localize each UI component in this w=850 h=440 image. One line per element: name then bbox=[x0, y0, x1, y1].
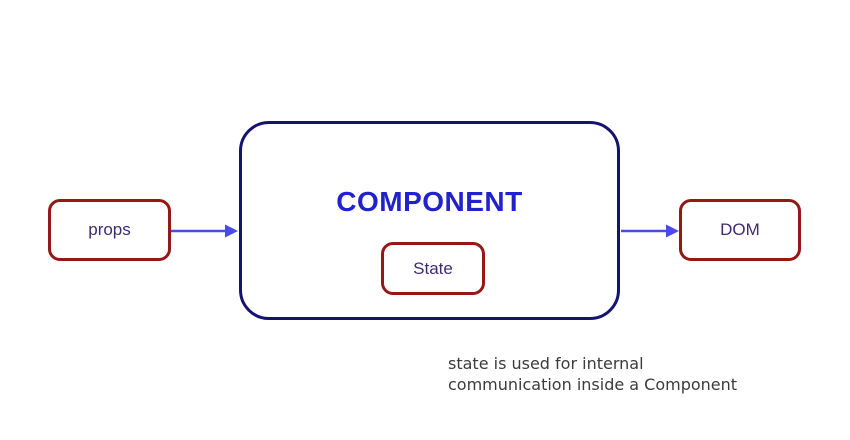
caption-line-1: state is used for internal bbox=[448, 354, 644, 373]
caption-line-2: communication inside a Component bbox=[448, 375, 738, 394]
props-to-component-arrow-icon bbox=[171, 224, 238, 238]
state-box: State bbox=[381, 242, 485, 295]
state-label: State bbox=[413, 258, 453, 278]
component-to-dom-arrow-icon bbox=[621, 224, 679, 238]
props-label: props bbox=[88, 220, 131, 239]
component-box: COMPONENT State bbox=[239, 121, 620, 320]
component-title: COMPONENT bbox=[336, 186, 523, 217]
caption: state is used for internal communication… bbox=[448, 353, 737, 395]
props-box: props bbox=[48, 199, 171, 261]
dom-box: DOM bbox=[679, 199, 801, 261]
dom-label: DOM bbox=[720, 220, 760, 239]
